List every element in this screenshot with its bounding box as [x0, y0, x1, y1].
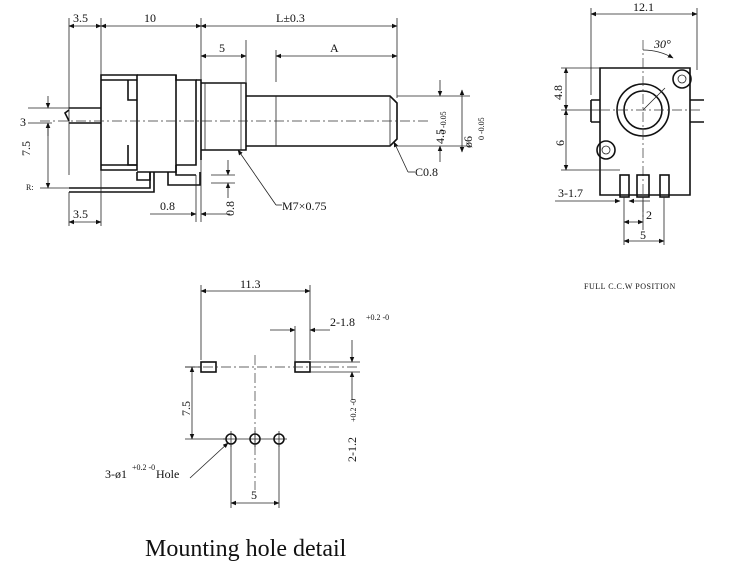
hole-suffix: Hole [156, 467, 179, 481]
dia-4-5: 4.5 [433, 129, 447, 144]
dim-L: L±0.3 [276, 11, 305, 25]
dim-5-top: 5 [219, 41, 225, 55]
dia-6: ø6 [461, 136, 475, 148]
dim-3-5-bottom: 3.5 [73, 207, 88, 221]
mounting-title: Mounting hole detail [145, 536, 347, 562]
dia-4-5-tol: 0 -0.05 [439, 111, 448, 134]
dim-4-8: 4.8 [551, 85, 565, 100]
dim-12-1: 12.1 [633, 0, 654, 14]
dim-10: 10 [144, 11, 156, 25]
dia-6-tol: 0 -0.05 [477, 117, 486, 140]
hole-tol: +0.2 -0 [132, 463, 155, 472]
dim-5-mount: 5 [251, 488, 257, 502]
dim-0-8-h: 0.8 [160, 199, 175, 213]
position-note: FULL C.C.W POSITION [584, 282, 676, 291]
slot-width-note: 2-1.2 [345, 437, 359, 462]
dim-3-5-top: 3.5 [73, 11, 88, 25]
angle-30: 30° [653, 37, 671, 51]
dim-3-1-7: 3-1.7 [558, 186, 583, 200]
dim-3: 3 [20, 115, 26, 129]
chamfer-label: C0.8 [415, 165, 438, 179]
dim-2: 2 [646, 208, 652, 222]
slot-tol: +0.2 -0 [366, 313, 389, 322]
dim-6: 6 [553, 140, 567, 146]
slot-width-tol: +0.2 -0 [349, 399, 358, 422]
thread-label: M7×0.75 [282, 199, 326, 213]
hole-note: 3-ø1 [105, 467, 127, 481]
dim-5-front: 5 [640, 228, 646, 242]
front-view: 12.1 30° 4.8 6 [551, 0, 704, 291]
dim-R: R: [26, 183, 34, 192]
slot-note: 2-1.8 [330, 315, 355, 329]
side-view: 3.5 10 L±0.3 5 A [19, 11, 486, 226]
mounting-detail: 11.3 2-1.8 +0.2 -0 2-1.2 +0.2 -0 7.5 [105, 277, 389, 562]
dim-7-5-mount: 7.5 [179, 401, 193, 416]
dim-A: A [330, 41, 339, 55]
dim-7-5-left: 7.5 [19, 141, 33, 156]
dim-0-8-v: 0.8 [223, 201, 237, 216]
dim-11-3: 11.3 [240, 277, 261, 291]
